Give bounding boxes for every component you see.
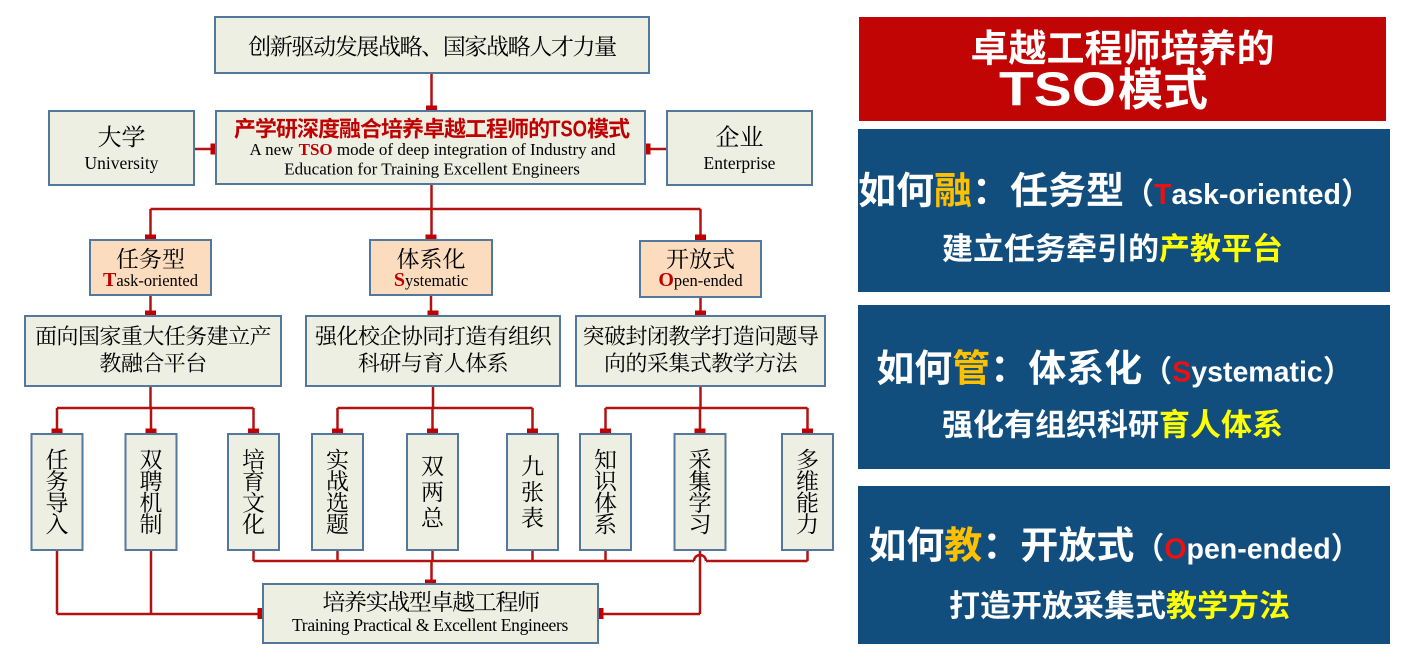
svg-text:ask-oriented: ask-oriented [1171, 179, 1340, 211]
svg-text:ystematic: ystematic [405, 271, 468, 290]
svg-text:T: T [103, 269, 117, 291]
svg-text:ask-oriented: ask-oriented [116, 271, 198, 290]
svg-text:T: T [1154, 179, 1172, 211]
svg-text:TSO: TSO [299, 140, 333, 159]
svg-text:mode of deep integration of In: mode of deep integration of Industry and [333, 140, 616, 159]
svg-text:pen-ended: pen-ended [674, 271, 743, 290]
svg-text:ystematic: ystematic [1191, 357, 1323, 389]
svg-text:A new: A new [250, 140, 298, 159]
svg-text:Education for Training Excelle: Education for Training Excellent Enginee… [284, 160, 580, 179]
svg-text:pen-ended: pen-ended [1187, 534, 1331, 566]
svg-text:S: S [1172, 357, 1191, 389]
svg-text:S: S [394, 269, 405, 291]
svg-text:Training Practical & Excellent: Training Practical & Excellent Engineers [292, 615, 569, 635]
svg-text:TSO: TSO [999, 64, 1116, 117]
svg-text:O: O [658, 269, 674, 291]
svg-text:O: O [1164, 534, 1186, 566]
svg-text:TSO: TSO [549, 116, 587, 142]
svg-text:University: University [85, 153, 159, 173]
svg-text:Enterprise: Enterprise [704, 153, 776, 173]
